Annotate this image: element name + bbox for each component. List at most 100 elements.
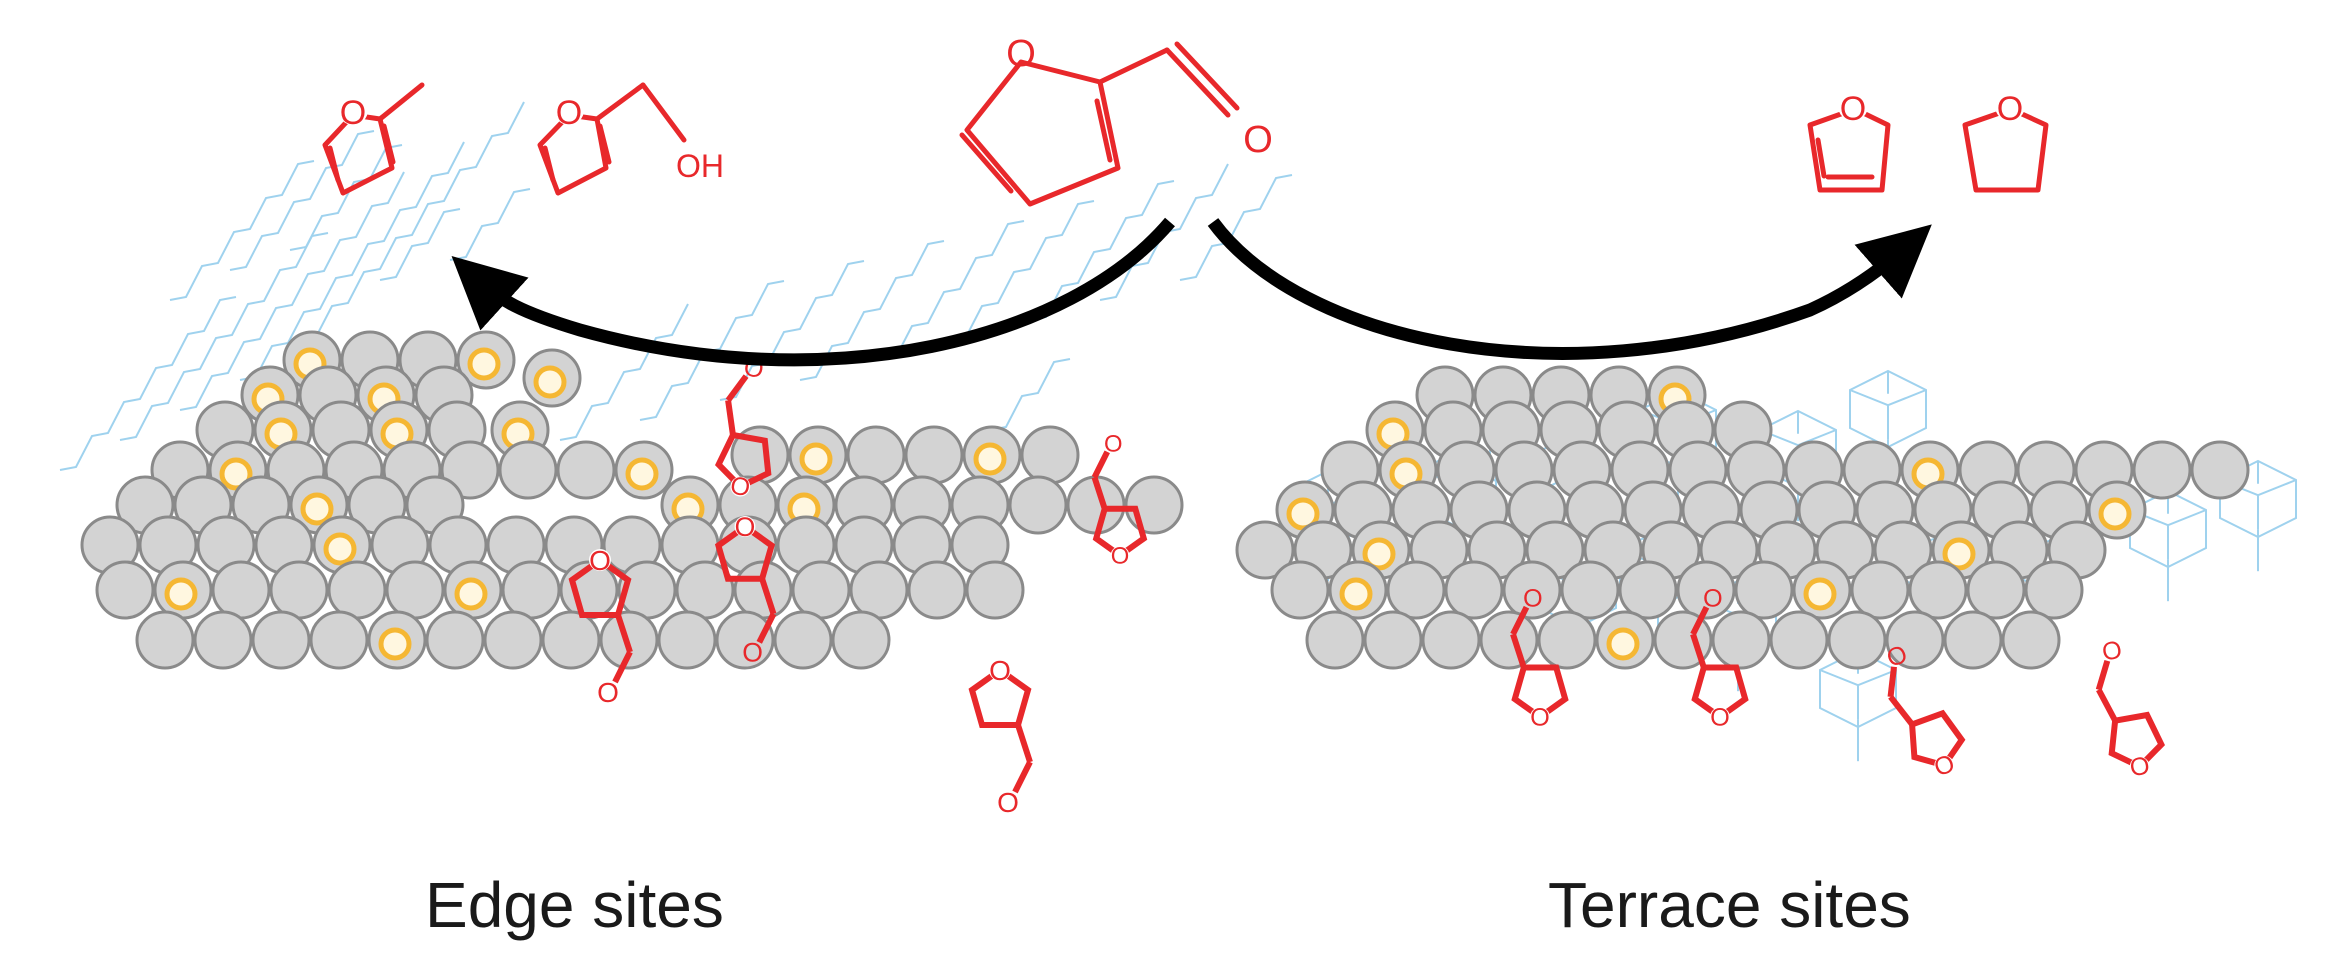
surface-atom	[1734, 560, 1794, 620]
ligand-chain	[179, 171, 405, 411]
surface-atom	[2132, 440, 2192, 500]
surface-atom	[846, 425, 906, 485]
furan-molecule: O	[1807, 90, 1891, 193]
ring-oxygen-label: O	[735, 512, 756, 542]
furfural-molecule: O O	[959, 33, 1273, 207]
furfuryl-alcohol-molecule: O OH	[537, 82, 724, 196]
carbonyl-bond	[756, 612, 777, 644]
adatom	[1286, 497, 1320, 531]
ring-oxygen-label: O	[589, 545, 611, 576]
methylfuran-molecule: O	[322, 82, 425, 196]
surface-atom	[849, 560, 909, 620]
edge-adsorbate-5: OO	[714, 352, 772, 501]
tetrahydrofuran-molecule: O	[1962, 90, 2049, 193]
ligand-chain	[289, 144, 403, 251]
surface-atom	[2190, 440, 2250, 500]
ring-oxygen-label: O	[2127, 750, 2151, 781]
surface-atom	[657, 610, 717, 670]
side-chain	[615, 614, 633, 653]
adatom	[378, 627, 412, 661]
oxygen-gap	[589, 549, 611, 571]
surface-atom	[1124, 475, 1184, 535]
ligand-chain	[239, 141, 465, 381]
furfural-carbonyl-oxygen-label: O	[1243, 119, 1273, 161]
carbonyl-oxygen-label: O	[742, 637, 763, 667]
surface-atom	[1850, 560, 1910, 620]
surface-atom	[1444, 560, 1504, 620]
surface-atom	[773, 610, 833, 670]
carbonyl-bond	[1012, 760, 1033, 794]
surface-atom	[1966, 560, 2026, 620]
surface-atom	[95, 560, 155, 620]
carbonyl-oxygen-label: O	[1703, 583, 1723, 611]
ring-oxygen-label: O	[1530, 702, 1550, 730]
terrace-sites-caption: Terrace sites	[1548, 869, 1911, 941]
terrace-adsorbate-1: OO	[1510, 583, 1569, 730]
surface-atom	[1235, 520, 1295, 580]
surface-atom	[1537, 610, 1597, 670]
carbonyl-oxygen-label: O	[997, 787, 1019, 818]
surface-atom	[251, 610, 311, 670]
ring-oxygen-label: O	[989, 655, 1011, 686]
surface-atom	[1908, 560, 1968, 620]
surface-atom	[1363, 610, 1423, 670]
surface-atom	[1305, 610, 1365, 670]
ring-oxygen-label: O	[728, 470, 752, 501]
surface-atom	[309, 610, 369, 670]
surface-atom	[1560, 560, 1620, 620]
furan-ring	[968, 666, 1032, 728]
carbonyl-bond	[1887, 666, 1897, 698]
surface-atom	[425, 610, 485, 670]
adatom	[467, 347, 501, 381]
surface-atom	[1711, 610, 1771, 670]
surface-atom	[1270, 560, 1330, 620]
ligand-chain	[229, 130, 375, 271]
ligand-chain	[1179, 174, 1293, 281]
adatom	[1362, 537, 1396, 571]
adatom	[1803, 577, 1837, 611]
surface-atom	[193, 610, 253, 670]
ligand-chain	[949, 200, 1095, 341]
surface-atom	[1885, 610, 1945, 670]
furan-ring	[1908, 709, 1966, 769]
carbonyl-bond	[2095, 659, 2111, 691]
furfural-ring-oxygen-label: O	[1006, 33, 1036, 75]
adatom	[454, 577, 488, 611]
carbonyl-bond	[612, 650, 633, 684]
surface-atom	[831, 610, 891, 670]
hydroxyl-label: OH	[676, 148, 724, 184]
surface-atom	[1386, 560, 1446, 620]
ligand-chain	[169, 160, 315, 301]
carbonyl-oxygen-label: O	[2100, 634, 2124, 665]
oxygen-gap	[1110, 546, 1130, 565]
ring-oxygen-label: O	[1710, 702, 1730, 730]
edge-adsorbate-1: OO	[568, 545, 633, 708]
surface-atom	[2024, 560, 2084, 620]
surface-atom	[904, 425, 964, 485]
furan-ring	[568, 556, 632, 618]
adamantane-cage	[2129, 489, 2207, 569]
edge-adsorbate-2: OO	[714, 512, 777, 667]
carbonyl-bond	[1091, 450, 1110, 479]
edge-pathway-arrow	[451, 217, 1175, 367]
edge-adsorbate-4: OO	[1091, 429, 1148, 568]
adamantane-cage	[1849, 369, 1927, 449]
surface-atom	[907, 560, 967, 620]
adatom	[219, 457, 253, 491]
terrace-adsorbate-4: OO	[2095, 634, 2166, 781]
edge-sites-caption: Edge sites	[425, 869, 724, 941]
furan-ring	[1092, 505, 1148, 560]
adatom	[799, 442, 833, 476]
side-chain	[2096, 688, 2118, 723]
carbonyl-oxygen-label: O	[1523, 583, 1543, 611]
surface-atom	[1020, 425, 1080, 485]
surface-atom	[211, 560, 271, 620]
furan-ring	[2108, 711, 2166, 771]
furan-ring	[1511, 664, 1569, 721]
ligand-chain	[879, 220, 1025, 361]
surface-atom	[1676, 560, 1736, 620]
carbonyl-bond	[1510, 605, 1530, 636]
edge-adsorbate-3: OO	[968, 655, 1033, 818]
furan-ring	[1691, 664, 1749, 721]
